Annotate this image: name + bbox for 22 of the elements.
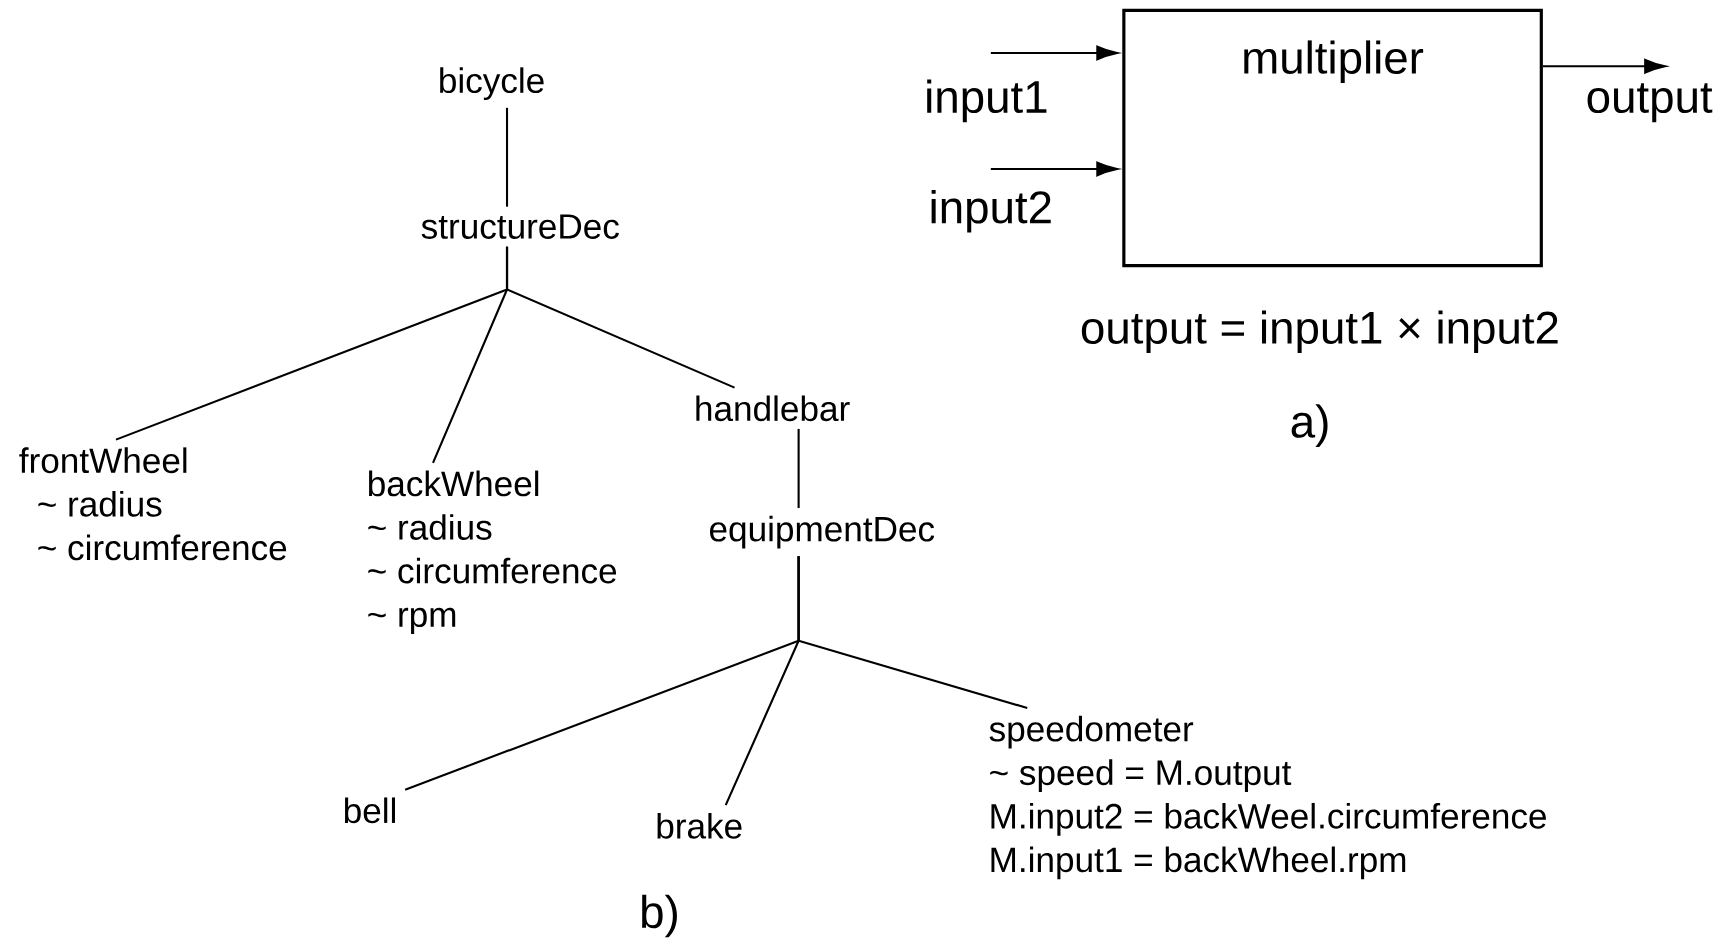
- panel-label: b): [642, 894, 677, 938]
- tree-label: brake: [657, 813, 742, 839]
- tree-line: [797, 556, 1028, 710]
- tree-label: structureDec: [421, 214, 619, 240]
- tree-label: bicycle: [440, 67, 544, 101]
- tree-label: bell: [344, 797, 396, 824]
- edge-label: input2: [931, 190, 1051, 233]
- tree-line: [505, 246, 735, 389]
- class-label: backWheel ~ radius ~ circumference ~ rpm: [368, 470, 617, 635]
- class-label: speedometer ~ speed = M.output M.input2 = backWeel.circumference M.input1 = backWheel.rpm: [989, 716, 1546, 880]
- tree-line: [797, 429, 800, 509]
- edge-label: input1: [927, 79, 1047, 123]
- input-arrow: [990, 161, 1119, 177]
- tree-line: [505, 108, 509, 207]
- multiplier-box: multiplier: [1122, 9, 1543, 268]
- panel-label: a): [1291, 404, 1328, 448]
- formula: output = input1 × input2: [1081, 310, 1558, 354]
- input-arrow: [990, 45, 1119, 61]
- class-label: frontWheel ~ radius ~ circumference: [19, 447, 287, 561]
- edge-label: output: [1587, 83, 1713, 123]
- tree-label: equipmentDec: [710, 516, 935, 549]
- tree-label: handlebar: [696, 395, 850, 422]
